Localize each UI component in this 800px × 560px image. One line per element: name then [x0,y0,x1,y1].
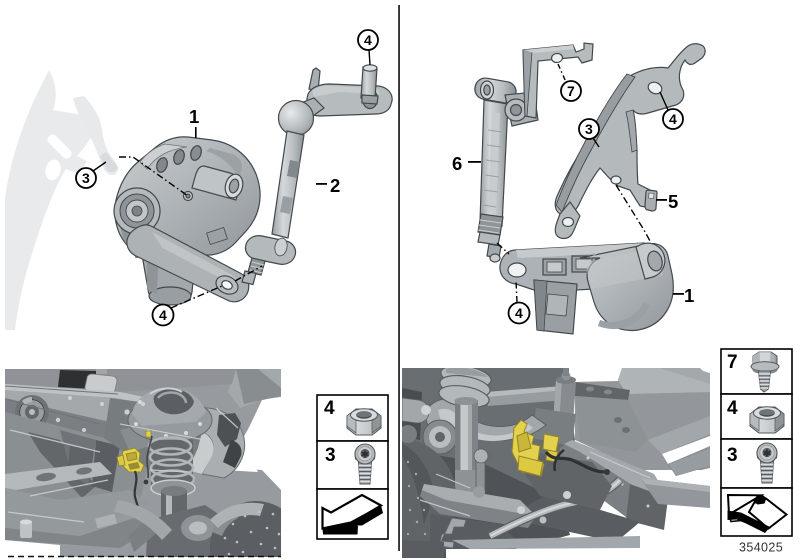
svg-text:354025: 354025 [739,541,783,555]
svg-text:4: 4 [515,305,523,321]
svg-text:7: 7 [727,352,738,373]
svg-text:4: 4 [669,111,677,127]
svg-text:3: 3 [325,445,336,466]
svg-text:3: 3 [727,445,738,466]
svg-text:6: 6 [452,153,462,174]
svg-text:1: 1 [684,285,694,306]
svg-text:5: 5 [668,191,678,212]
svg-text:3: 3 [82,170,90,186]
svg-text:3: 3 [585,121,593,137]
svg-text:7: 7 [567,83,575,99]
svg-text:4: 4 [324,398,335,419]
svg-text:4: 4 [364,32,372,48]
svg-text:1: 1 [189,106,199,127]
svg-text:4: 4 [727,398,738,419]
svg-text:4: 4 [159,307,167,323]
svg-text:2: 2 [330,175,340,196]
